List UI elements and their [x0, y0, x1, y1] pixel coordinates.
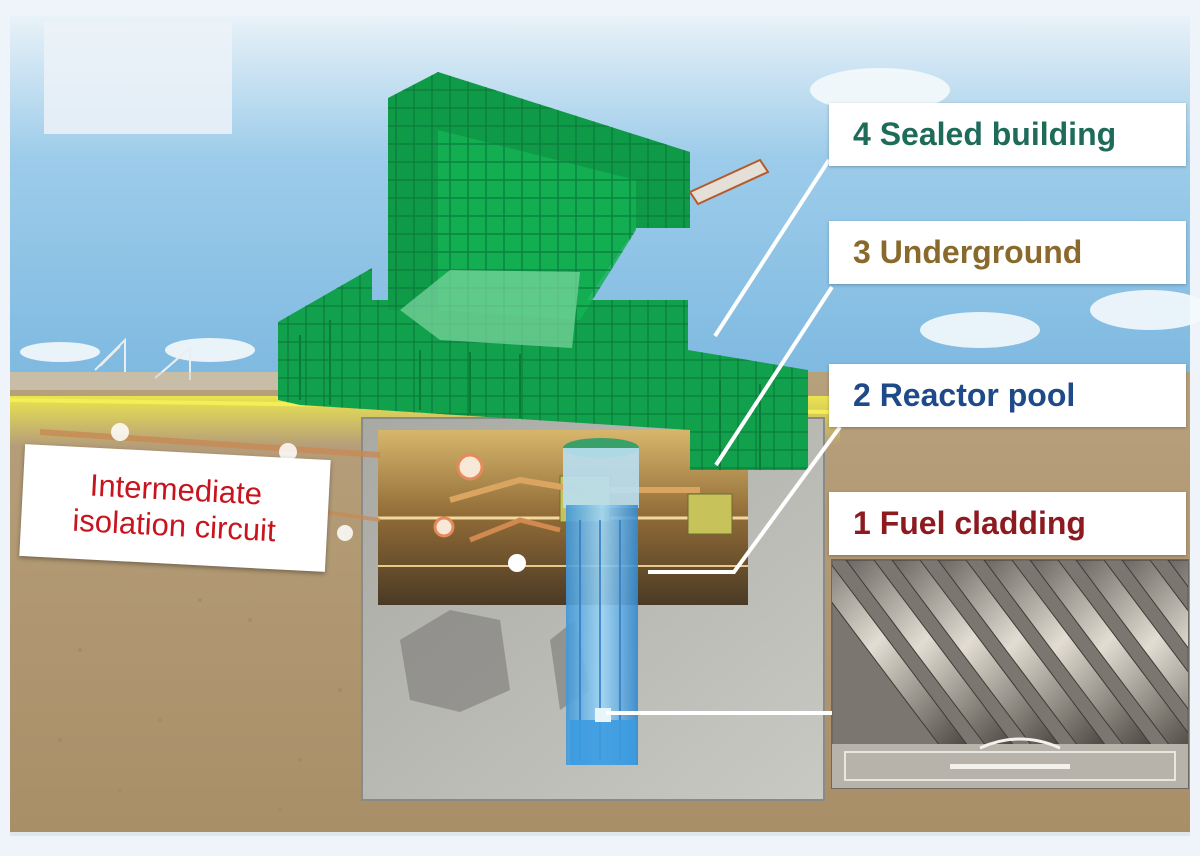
fuel-rod — [1121, 560, 1188, 649]
clouds — [20, 68, 1200, 362]
fuel-rod — [937, 560, 1107, 746]
fuel-rod — [1029, 560, 1188, 746]
label-sealed-building: 4 Sealed building — [829, 103, 1186, 166]
fuel-rods — [832, 560, 1188, 746]
fuel-rod — [832, 564, 969, 746]
label-reactor-pool: 2 Reactor pool — [829, 364, 1186, 427]
sealed-building — [278, 72, 808, 470]
label-underground: 3 Underground — [829, 221, 1186, 284]
label-fuel-cladding-text: 1 Fuel cladding — [853, 505, 1086, 541]
fuel-cladding-inset — [831, 559, 1189, 789]
label-sealed-building-text: 4 Sealed building — [853, 116, 1117, 152]
surface-fences — [94, 337, 191, 380]
fuel-rod — [1075, 560, 1188, 710]
label-fuel-cladding: 1 Fuel cladding — [829, 492, 1186, 555]
fuel-rod — [845, 560, 1015, 746]
label-underground-text: 3 Underground — [853, 234, 1083, 270]
label-reactor-pool-text: 2 Reactor pool — [853, 377, 1076, 413]
reactor-vessel — [563, 438, 639, 765]
fuel-rod — [1167, 560, 1188, 588]
faded-corner-patch — [44, 22, 232, 134]
fuel-rod — [891, 560, 1061, 746]
label-isolation-circuit: Intermediate isolation circuit — [19, 444, 331, 572]
leader-sealed-building — [713, 158, 831, 338]
leader-reactor-pool — [648, 425, 842, 574]
fuel-rod — [983, 560, 1153, 746]
leader-underground — [714, 285, 834, 467]
leader-lines — [606, 158, 842, 715]
